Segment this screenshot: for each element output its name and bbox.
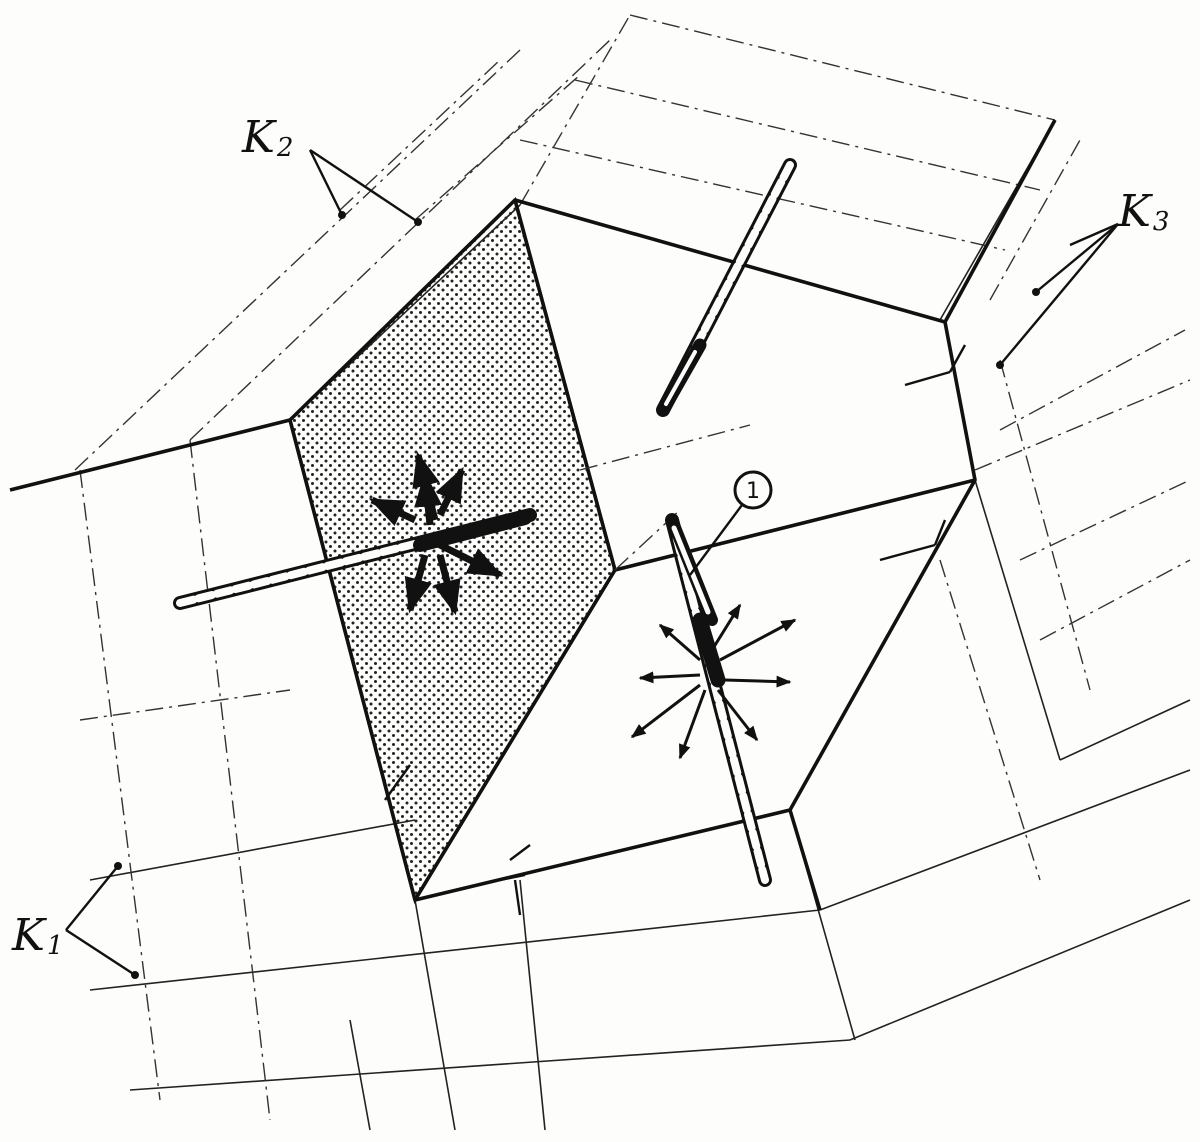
block-side-grid	[819, 359, 1191, 1041]
k2-leader	[308, 149, 422, 226]
joint-set-k1-lines	[79, 439, 856, 1131]
blast-hole-upper	[656, 158, 797, 417]
explosion-arrows-right	[630, 603, 797, 760]
joint-set-k3-lines	[519, 14, 1191, 641]
explosion-arrows-left	[368, 451, 504, 616]
tick-marks	[384, 344, 967, 916]
callout-1: 1	[689, 470, 773, 576]
label-k1: K1	[11, 910, 63, 961]
label-k3: K3	[1117, 186, 1169, 237]
callout-1-text: 1	[746, 479, 760, 504]
blast-hole-left	[173, 508, 537, 610]
blast-hole-right	[665, 513, 772, 887]
k1-leader	[65, 862, 139, 979]
label-k2: K2	[241, 112, 293, 163]
k3-leader	[996, 222, 1119, 369]
